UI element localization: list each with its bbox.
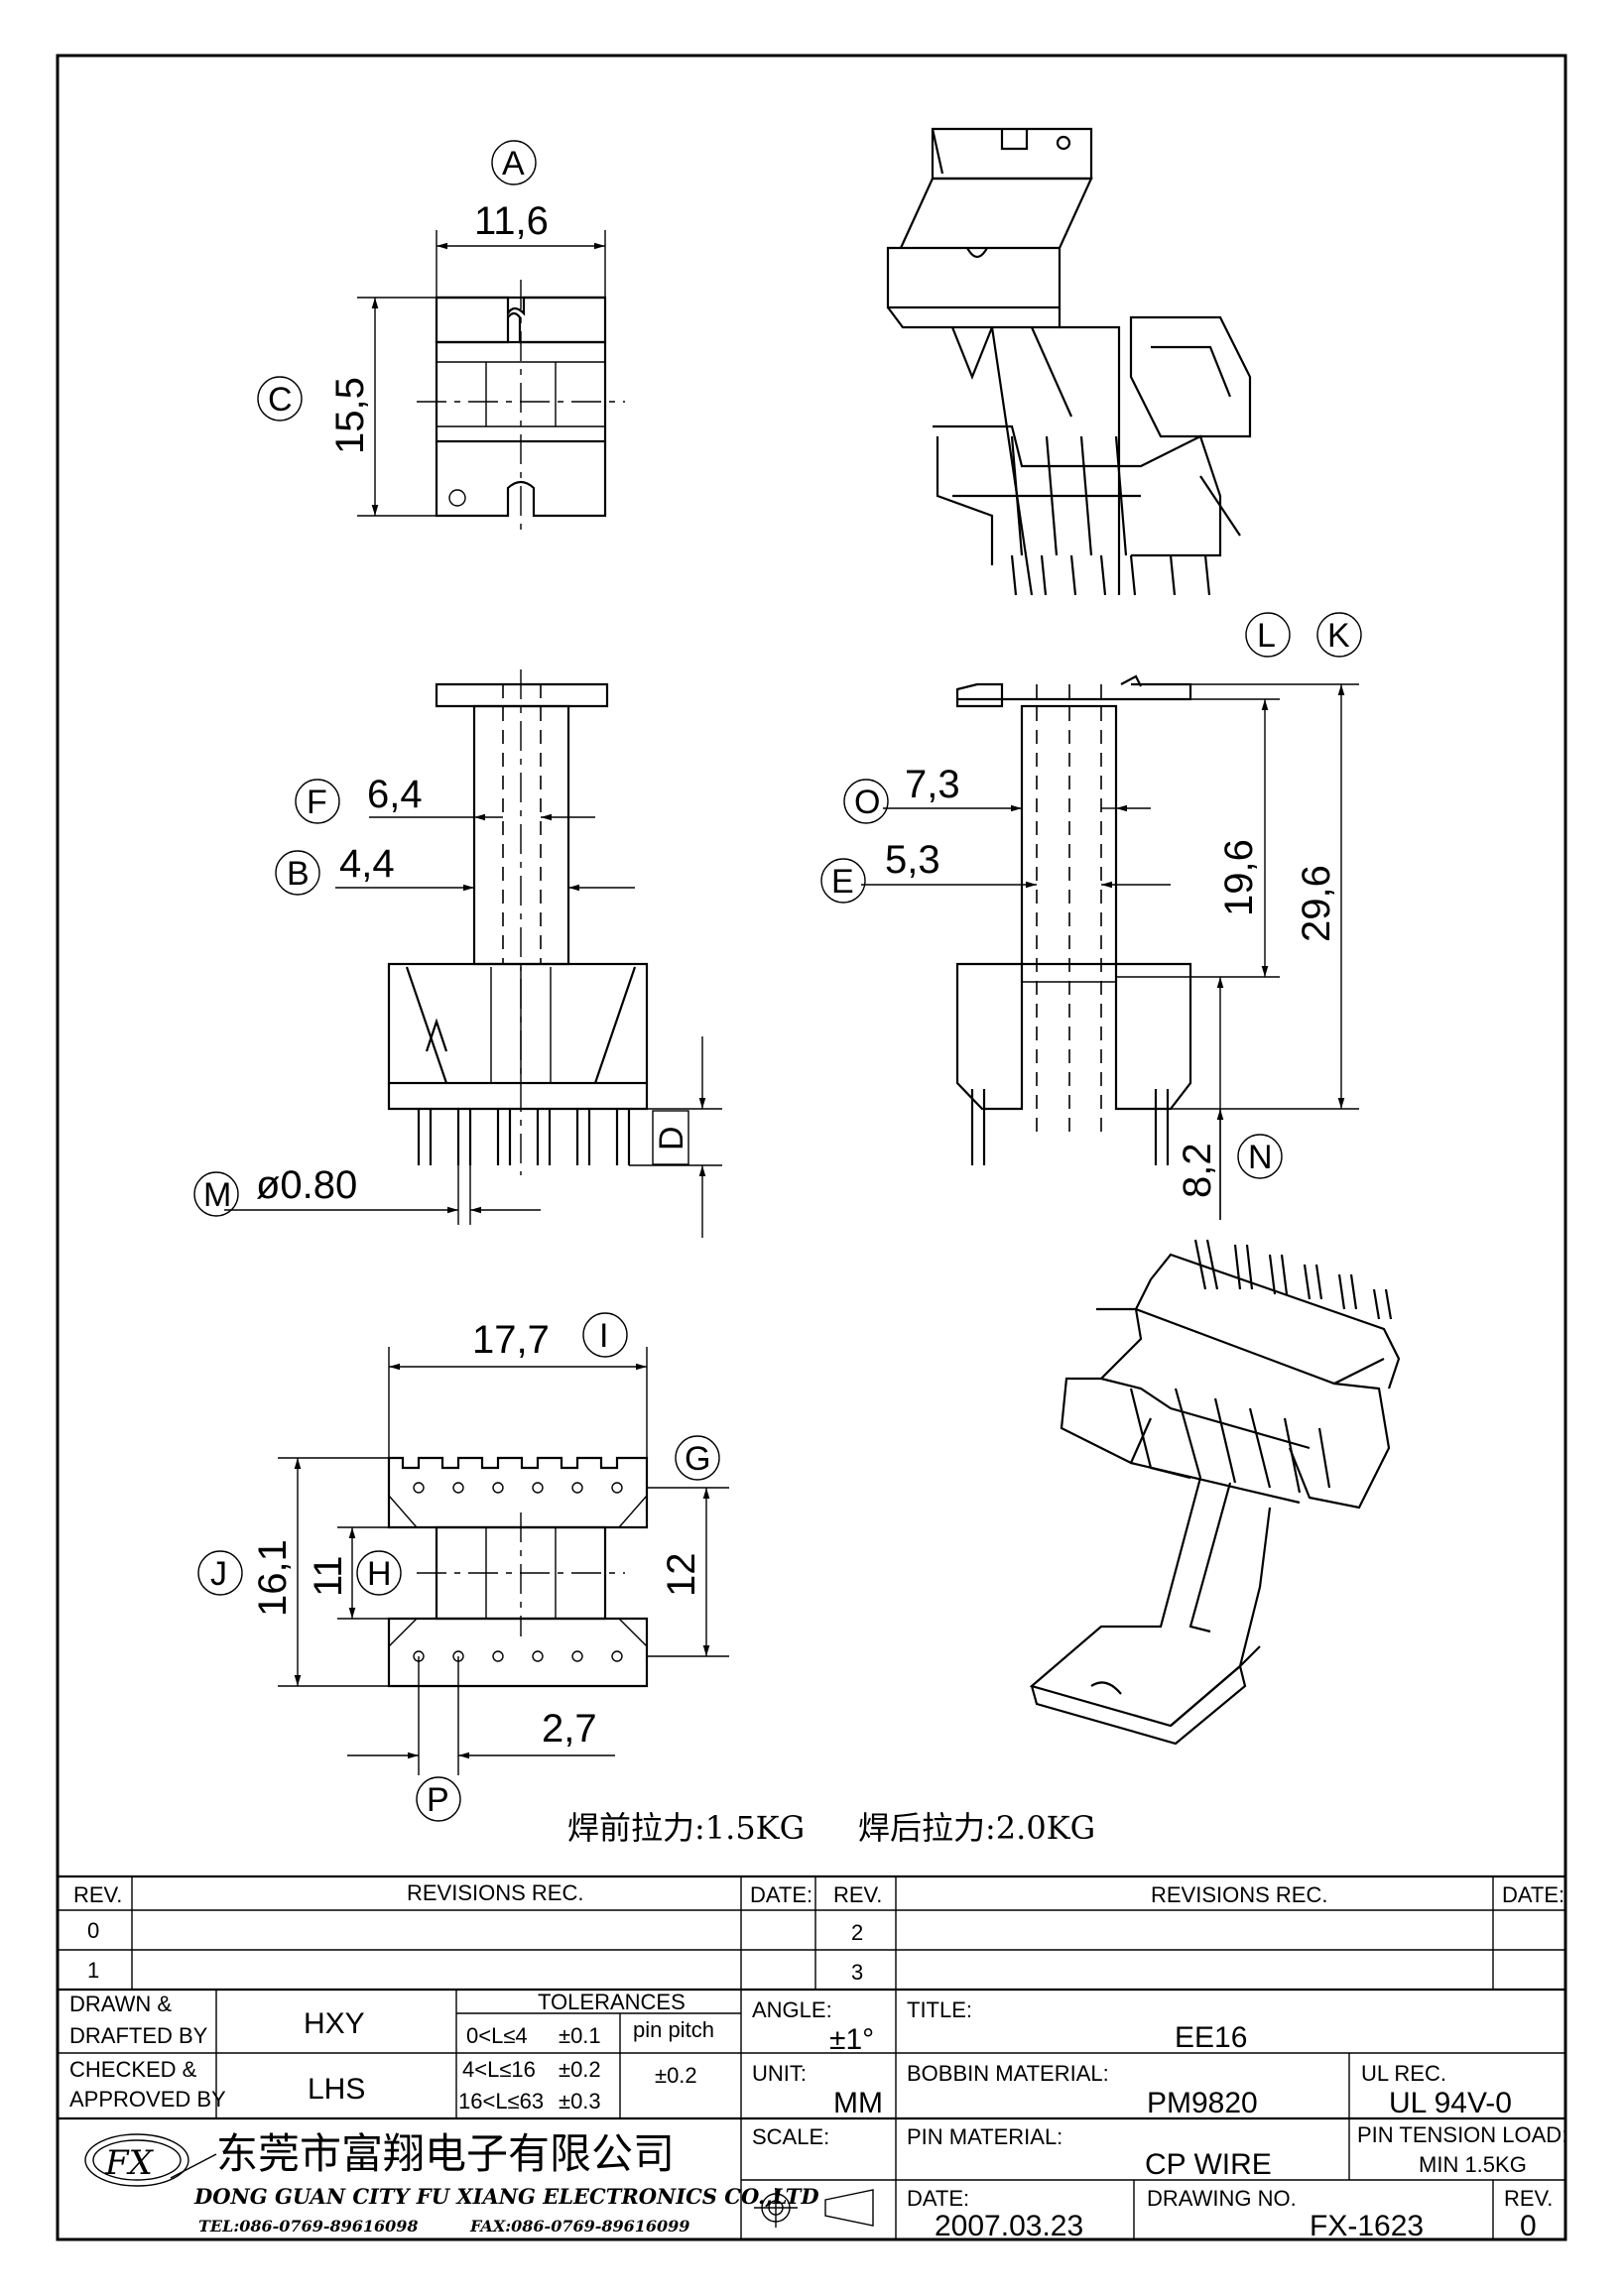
rev-header-left: REV. bbox=[73, 1882, 122, 1907]
callout-o: O bbox=[854, 784, 880, 821]
pull-note-after: 焊后拉力:2.0KG bbox=[858, 1809, 1095, 1847]
angle-label: ANGLE: bbox=[752, 1997, 832, 2022]
dim-a-value: 11,6 bbox=[474, 199, 549, 243]
dim-i-value: 17,7 bbox=[472, 1318, 550, 1362]
rev-header-right: REV. bbox=[833, 1882, 882, 1907]
tolerance-value: ±0.2 bbox=[559, 2057, 601, 2082]
callout-e: E bbox=[831, 863, 854, 901]
company-fax: FAX:086-0769-89616099 bbox=[469, 2217, 689, 2236]
callout-k: K bbox=[1327, 617, 1350, 655]
revisions-header-right: REVISIONS REC. bbox=[1151, 1882, 1327, 1907]
pin-material-value: CP WIRE bbox=[1145, 2148, 1272, 2181]
pin-tension-label: PIN TENSION LOAD: bbox=[1357, 2122, 1567, 2147]
drawn-label: DRAFTED BY bbox=[69, 2023, 208, 2048]
callout-j: J bbox=[210, 1555, 227, 1593]
bottom-view: 17,7 I G 16,1 J 11 H 12 2,7 P bbox=[197, 1312, 729, 1822]
callout-f: F bbox=[307, 784, 327, 821]
dim-m-value: ø0.80 bbox=[256, 1163, 357, 1207]
ul-value: UL 94V-0 bbox=[1389, 2087, 1512, 2119]
dim-c-value: 15,5 bbox=[328, 377, 372, 454]
revision-row: 3 bbox=[851, 1960, 863, 1985]
pull-note-before: 焊前拉力:1.5KG bbox=[567, 1809, 805, 1847]
date-header-left: DATE: bbox=[750, 1882, 812, 1907]
drawn-label: DRAWN & bbox=[69, 1992, 172, 2016]
callout-b: B bbox=[287, 855, 310, 893]
drawing-no-label: DRAWING NO. bbox=[1147, 2186, 1297, 2211]
revision-row: 1 bbox=[87, 1958, 99, 1983]
company-name-cn: 东莞市富翔电子有限公司 bbox=[216, 2129, 675, 2178]
tolerance-range: 4<L≤16 bbox=[462, 2057, 536, 2082]
dim-k-value: 29,6 bbox=[1295, 865, 1338, 942]
ul-label: UL REC. bbox=[1361, 2061, 1446, 2086]
callout-i: I bbox=[599, 1317, 608, 1355]
callout-h: H bbox=[367, 1555, 392, 1593]
date-value: 2007.03.23 bbox=[935, 2210, 1083, 2242]
pin-material-label: PIN MATERIAL: bbox=[907, 2124, 1062, 2149]
bobbin-value: PM9820 bbox=[1147, 2087, 1258, 2119]
callout-m: M bbox=[203, 1176, 231, 1214]
revision-row: 0 bbox=[87, 1918, 99, 1943]
callout-d: D bbox=[653, 1126, 690, 1150]
pin-pitch-label: pin pitch bbox=[633, 2017, 714, 2042]
checked-value: LHS bbox=[308, 2073, 365, 2106]
rev-value: 0 bbox=[1520, 2210, 1537, 2242]
drawn-value: HXY bbox=[304, 2007, 365, 2040]
dim-g-value: 12 bbox=[660, 1553, 703, 1598]
drawing-no-value: FX-1623 bbox=[1310, 2210, 1424, 2242]
date-label: DATE: bbox=[907, 2186, 969, 2211]
pin-pitch-value: ±0.2 bbox=[655, 2063, 697, 2088]
callout-a: A bbox=[502, 145, 525, 182]
top-view: 11,6 A 15,5 C bbox=[257, 140, 625, 531]
unit-label: UNIT: bbox=[752, 2061, 807, 2086]
pin-tension-value: MIN 1.5KG bbox=[1419, 2152, 1527, 2177]
front-view: 6,4 F 4,4 B D ø0.80 M bbox=[193, 669, 722, 1238]
revision-row: 2 bbox=[851, 1920, 863, 1945]
dim-l-value: 19,6 bbox=[1217, 839, 1261, 916]
unit-value: MM bbox=[833, 2087, 883, 2119]
company-tel: TEL:086-0769-89616098 bbox=[198, 2217, 419, 2236]
tolerance-range: 0<L≤4 bbox=[466, 2023, 528, 2048]
drawing-frame bbox=[56, 54, 1567, 2241]
dim-e-value: 5,3 bbox=[885, 838, 940, 882]
checked-label: CHECKED & bbox=[69, 2057, 197, 2082]
company-logo: FX bbox=[84, 2133, 217, 2187]
tolerance-value: ±0.3 bbox=[559, 2089, 601, 2114]
title-label: TITLE: bbox=[907, 1997, 972, 2022]
company-name-en: DONG GUAN CITY FU XIANG ELECTRONICS CO.,… bbox=[193, 2184, 819, 2209]
title-block: REV. REVISIONS REC. DATE: REV. REVISIONS… bbox=[58, 1874, 1567, 2242]
tolerances-label: TOLERANCES bbox=[538, 1990, 686, 2014]
dim-f-value: 6,4 bbox=[367, 773, 423, 816]
dim-o-value: 7,3 bbox=[905, 763, 960, 806]
company-logo-text: FX bbox=[104, 2143, 155, 2183]
dim-n-value: 8,2 bbox=[1176, 1143, 1219, 1198]
bobbin-label: BOBBIN MATERIAL: bbox=[907, 2061, 1109, 2086]
projection-symbol bbox=[754, 2188, 874, 2228]
callout-l: L bbox=[1257, 617, 1276, 655]
checked-label: APPROVED BY bbox=[69, 2087, 226, 2112]
dim-j-value: 16,1 bbox=[251, 1539, 295, 1617]
scale-label: SCALE: bbox=[752, 2124, 829, 2149]
tolerance-value: ±0.1 bbox=[559, 2023, 601, 2048]
side-view: 7,3 O 5,3 E 19,6 L 29,6 K 8,2 N bbox=[820, 612, 1362, 1220]
dim-b-value: 4,4 bbox=[339, 842, 395, 886]
tolerance-range: 16<L≤63 bbox=[458, 2089, 544, 2114]
callout-p: P bbox=[427, 1781, 449, 1819]
title-value: EE16 bbox=[1175, 2021, 1247, 2054]
isometric-view-top bbox=[886, 127, 1252, 596]
callout-n: N bbox=[1248, 1139, 1273, 1176]
revisions-header-left: REVISIONS REC. bbox=[407, 1880, 583, 1905]
isometric-view-bottom bbox=[1029, 1239, 1401, 1746]
callout-c: C bbox=[268, 381, 293, 419]
angle-value: ±1° bbox=[829, 2023, 874, 2056]
date-header-right: DATE: bbox=[1502, 1882, 1564, 1907]
rev-label: REV. bbox=[1504, 2186, 1553, 2211]
dim-h-value: 11 bbox=[307, 1555, 350, 1597]
dim-p-value: 2,7 bbox=[542, 1707, 597, 1751]
callout-g: G bbox=[685, 1440, 710, 1478]
